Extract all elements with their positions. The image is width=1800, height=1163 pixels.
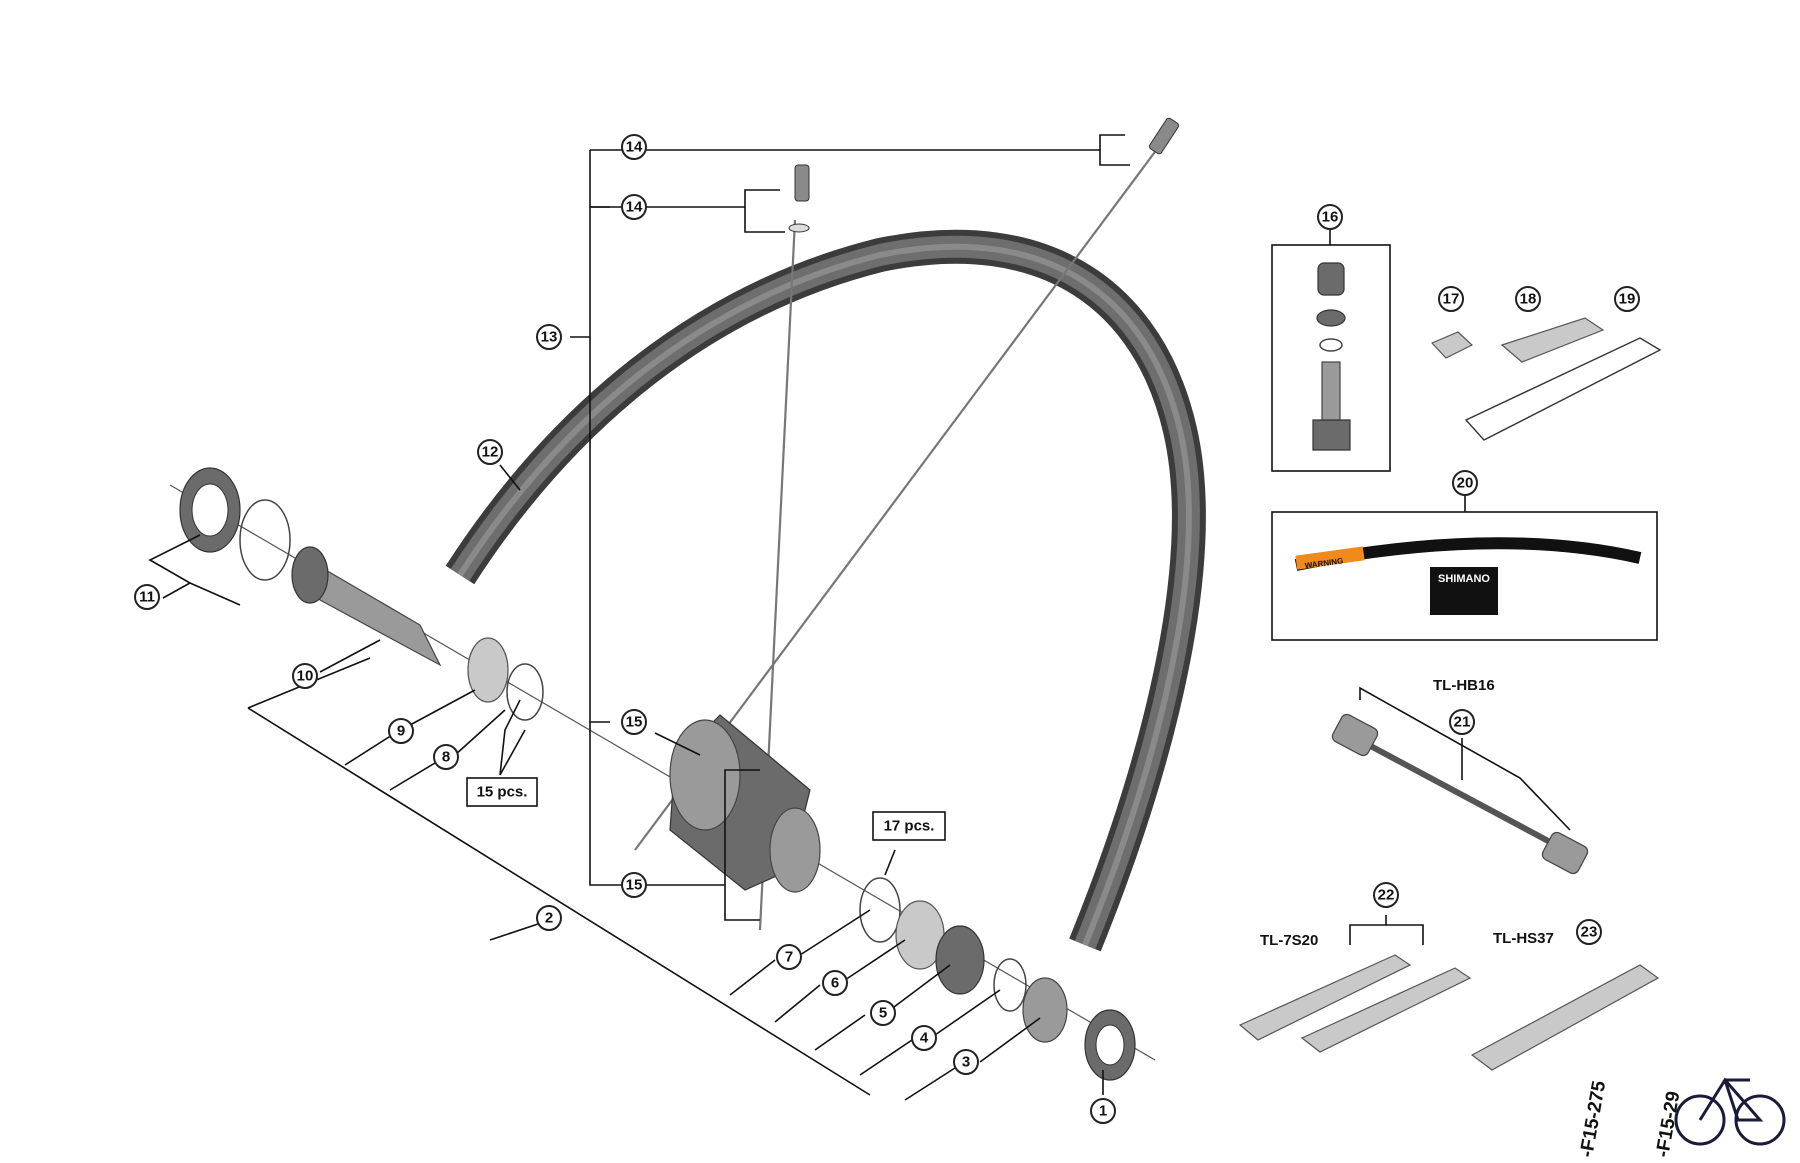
callout-21: 21	[1449, 709, 1475, 735]
code-f15-29: -F15-29	[1652, 1090, 1684, 1159]
callout-7: 7	[776, 944, 802, 970]
bicycle-icon	[1674, 1077, 1786, 1146]
hub-body	[669, 714, 821, 893]
svg-text:14: 14	[626, 139, 643, 156]
callout-6: 6	[822, 970, 848, 996]
svg-text:11: 11	[139, 589, 155, 606]
callout-4: 4	[911, 1025, 937, 1051]
callout-5: 5	[870, 1000, 896, 1026]
callout-20: 20	[1452, 470, 1478, 496]
svg-text:14: 14	[626, 199, 643, 216]
callout-16: 16	[1317, 204, 1343, 230]
svg-text:6: 6	[831, 975, 839, 992]
valve-kit	[1271, 244, 1391, 472]
callout-1: 1	[1090, 1098, 1116, 1124]
callout-3: 3	[953, 1049, 979, 1075]
rim-sticker-set: WARNING SHIMANO	[1271, 511, 1658, 641]
svg-text:12: 12	[482, 444, 499, 461]
tool-label-tl-7s20: TL-7S20	[1260, 932, 1318, 949]
callout-19: 19	[1614, 286, 1640, 312]
svg-text:20: 20	[1457, 475, 1474, 492]
tool-label-tl-hs37: TL-HS37	[1493, 930, 1554, 947]
valve-adapter	[1430, 331, 1474, 359]
callout-23: 23	[1576, 919, 1602, 945]
qty-box-17: 17 pcs.	[872, 811, 946, 841]
sticker-brand-text: SHIMANO	[1438, 573, 1490, 585]
leader-lines	[148, 134, 1571, 1101]
callout-12: 12	[477, 439, 503, 465]
tool-label-tl-hb16: TL-HB16	[1433, 677, 1495, 694]
svg-text:7: 7	[785, 949, 793, 966]
svg-text:4: 4	[920, 1030, 929, 1047]
callout-15a: 15	[621, 709, 647, 735]
tl-hs37-tool	[1470, 964, 1660, 1071]
rim-tape	[1464, 337, 1662, 441]
svg-text:18: 18	[1520, 291, 1537, 308]
right-parts	[859, 877, 1136, 1081]
callout-2: 2	[536, 905, 562, 931]
svg-text:3: 3	[962, 1054, 970, 1071]
qty-text-15: 15 pcs.	[477, 784, 528, 801]
left-parts	[179, 467, 544, 721]
svg-text:15: 15	[626, 714, 643, 731]
svg-text:23: 23	[1581, 924, 1598, 941]
callout-8: 8	[433, 744, 459, 770]
tl-7s20-tools	[1238, 954, 1472, 1053]
callout-11: 11	[134, 584, 160, 610]
callout-17: 17	[1438, 286, 1464, 312]
callout-15b: 15	[621, 872, 647, 898]
callout-9: 9	[388, 718, 414, 744]
svg-text:1: 1	[1099, 1103, 1107, 1120]
qty-box-15: 15 pcs.	[466, 777, 538, 807]
svg-text:13: 13	[541, 329, 558, 346]
callout-13: 13	[536, 324, 562, 350]
code-f15-275: -F15-275	[1576, 1079, 1610, 1159]
svg-text:5: 5	[879, 1005, 887, 1022]
qty-text-17: 17 pcs.	[884, 818, 935, 835]
svg-text:21: 21	[1454, 714, 1471, 731]
callout-14a: 14	[621, 134, 647, 160]
svg-text:19: 19	[1619, 291, 1636, 308]
svg-text:17: 17	[1443, 291, 1460, 308]
callout-22: 22	[1373, 882, 1399, 908]
svg-text:2: 2	[545, 910, 553, 927]
svg-text:22: 22	[1378, 887, 1395, 904]
callout-18: 18	[1515, 286, 1541, 312]
svg-text:8: 8	[442, 749, 450, 766]
svg-text:16: 16	[1322, 209, 1339, 226]
rim	[445, 229, 1206, 952]
callout-10: 10	[292, 663, 318, 689]
svg-text:15: 15	[626, 877, 643, 894]
valve-tool	[1500, 317, 1605, 363]
callout-14b: 14	[621, 194, 647, 220]
svg-text:10: 10	[297, 668, 314, 685]
svg-text:9: 9	[397, 723, 405, 740]
tl-hb16-tool	[1331, 713, 1589, 875]
